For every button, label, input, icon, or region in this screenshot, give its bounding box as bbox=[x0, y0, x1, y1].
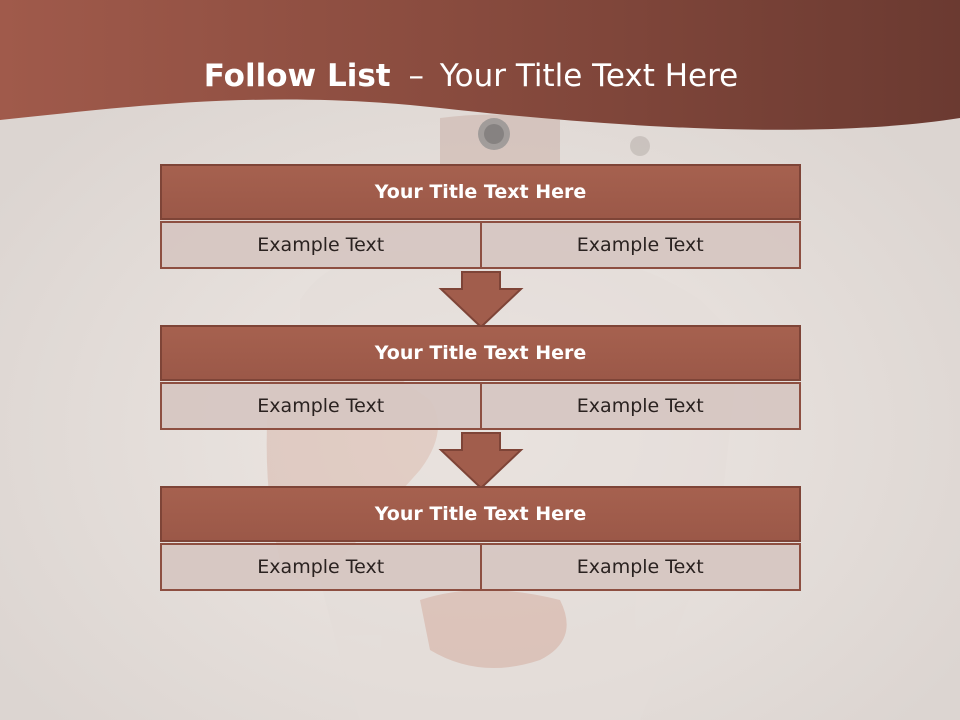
block-row: Example Text Example Text bbox=[160, 543, 801, 591]
slide-title-separator: – bbox=[408, 58, 424, 94]
block-title[interactable]: Your Title Text Here bbox=[160, 164, 801, 220]
slide-title-rest: Your Title Text Here bbox=[439, 58, 739, 94]
list-block-3: Your Title Text Here Example Text Exampl… bbox=[160, 486, 801, 591]
block-cell-left[interactable]: Example Text bbox=[160, 382, 482, 430]
block-cell-left[interactable]: Example Text bbox=[160, 543, 482, 591]
block-row: Example Text Example Text bbox=[160, 382, 801, 430]
block-title[interactable]: Your Title Text Here bbox=[160, 486, 801, 542]
slide-title: Follow List – Your Title Text Here bbox=[0, 56, 942, 96]
list-block-1: Your Title Text Here Example Text Exampl… bbox=[160, 164, 801, 269]
block-cell-right[interactable]: Example Text bbox=[481, 382, 801, 430]
block-cell-right[interactable]: Example Text bbox=[481, 543, 801, 591]
down-arrow-icon bbox=[438, 271, 524, 329]
block-title[interactable]: Your Title Text Here bbox=[160, 325, 801, 381]
block-cell-right[interactable]: Example Text bbox=[481, 221, 801, 269]
slide-title-bold: Follow List bbox=[203, 58, 391, 94]
header-band bbox=[0, 0, 960, 130]
block-row: Example Text Example Text bbox=[160, 221, 801, 269]
list-block-2: Your Title Text Here Example Text Exampl… bbox=[160, 325, 801, 430]
block-cell-left[interactable]: Example Text bbox=[160, 221, 482, 269]
down-arrow-icon bbox=[438, 432, 524, 490]
